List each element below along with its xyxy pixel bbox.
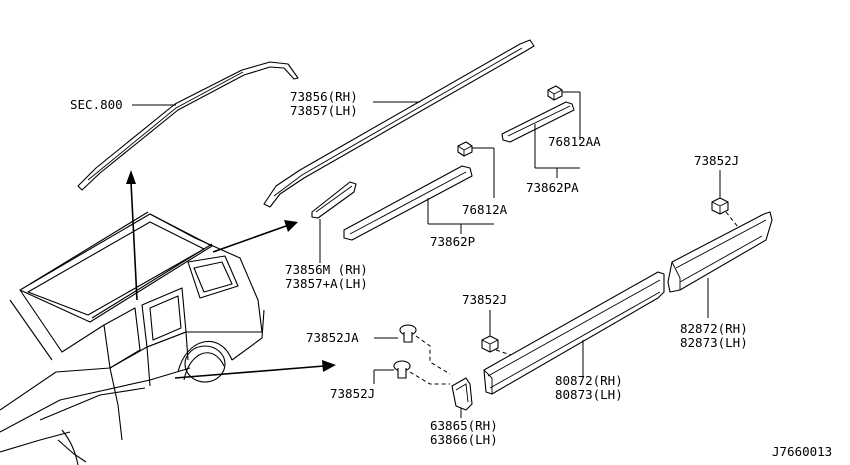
clip-73852j-low — [393, 360, 411, 379]
label-82873-lh: 82873(LH) — [680, 335, 748, 350]
clip-76812a — [457, 141, 473, 157]
end-piece-63865 — [451, 377, 473, 411]
label-73852j-top: 73852J — [694, 153, 739, 168]
label-73852ja: 73852JA — [306, 330, 359, 345]
label-82872-rh: 82872(RH) — [680, 321, 748, 336]
molding-80872 — [483, 271, 665, 395]
arrow-to-side-molding — [322, 360, 336, 372]
arrow-to-garnish — [284, 220, 298, 232]
label-80873-lh: 80873(LH) — [555, 387, 623, 402]
garnish-73856m — [311, 181, 357, 219]
clip-76812aa — [547, 85, 563, 101]
label-63865-rh: 63865(RH) — [430, 418, 498, 433]
label-73852j-low: 73852J — [330, 386, 375, 401]
label-73862p: 73862P — [430, 234, 475, 249]
roof-molding-73856 — [263, 39, 535, 208]
label-76812aa: 76812AA — [548, 134, 601, 149]
arrow-to-roof-trim — [126, 170, 136, 184]
label-73857a-lh: 73857+A(LH) — [285, 276, 368, 291]
vehicle-outline — [0, 211, 265, 465]
label-73856-rh: 73856(RH) — [290, 89, 358, 104]
label-80872-rh: 80872(RH) — [555, 373, 623, 388]
diagram-code: J7660013 — [772, 444, 832, 459]
roof-drip-molding — [77, 61, 299, 191]
clip-73852j-top — [711, 197, 729, 215]
label-73852j-mid: 73852J — [462, 292, 507, 307]
molding-73862p — [343, 165, 473, 241]
label-76812a: 76812A — [462, 202, 508, 217]
label-73862pa: 73862PA — [526, 180, 579, 195]
label-73857-lh: 73857(LH) — [290, 103, 358, 118]
clip-73852ja — [399, 324, 417, 343]
label-63866-lh: 63866(LH) — [430, 432, 498, 447]
clip-73852j-mid — [481, 335, 499, 353]
molding-73862pa — [501, 101, 575, 143]
label-sec800: SEC.800 — [70, 97, 123, 112]
label-73856m-rh: 73856M (RH) — [285, 262, 368, 277]
molding-82872 — [667, 211, 773, 293]
